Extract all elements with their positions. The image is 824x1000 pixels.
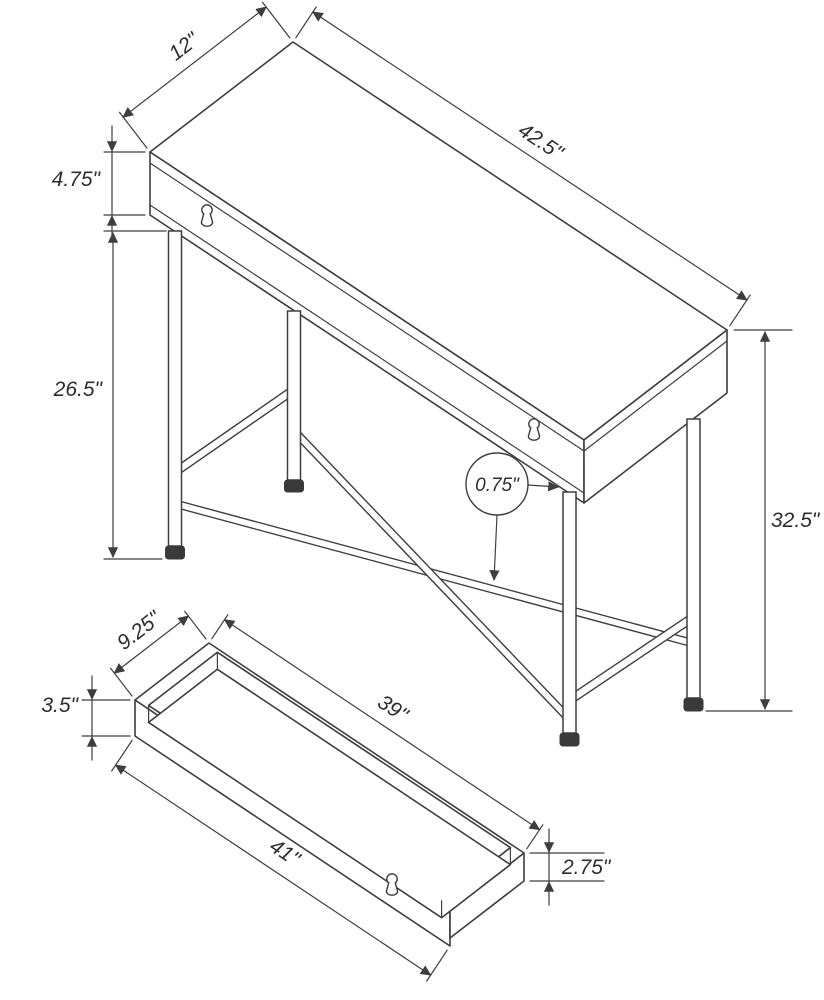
- dim-label-drawer-front-height: 3.5": [41, 694, 79, 717]
- leader-to-leg: [527, 481, 560, 492]
- ext-line: [184, 610, 207, 640]
- front-right-leg: [562, 491, 577, 734]
- ext-line: [109, 667, 133, 697]
- dimension-tube-diameter-0-75: 0.75": [465, 452, 560, 582]
- cross-brace-back-left-to-front-right: [293, 430, 576, 726]
- ext-line: [118, 111, 148, 149]
- dim-label-top-length: 42.5": [514, 119, 568, 166]
- drawer-pull-icon: [527, 418, 541, 441]
- dim-line: [113, 615, 190, 674]
- ext-line: [426, 949, 448, 982]
- dim-line: [312, 11, 748, 301]
- dim-label-overall-height: 32.5": [771, 509, 821, 532]
- dimension-overall-height-32-5: 32.5": [705, 329, 821, 712]
- dim-line: [122, 6, 267, 118]
- back-right-foot: [683, 697, 704, 712]
- board-thickness-line-front: [149, 162, 585, 452]
- back-left-leg: [286, 310, 302, 481]
- tabletop-right-face: [583, 329, 728, 504]
- dim-label-top-thickness: 4.75": [52, 168, 102, 191]
- dim-label-drawer-side-height: 2.75": [561, 856, 612, 879]
- left-side-stretcher: [174, 387, 295, 474]
- ext-line: [211, 614, 229, 640]
- dim-line: [114, 764, 432, 976]
- dimension-top-thickness-4-75: 4.75": [52, 125, 146, 242]
- dim-line: [223, 619, 541, 831]
- back-right-leg: [686, 418, 701, 699]
- board-thickness-line-right: [583, 340, 728, 452]
- ext-line: [261, 1, 291, 39]
- back-left-foot: [284, 479, 304, 493]
- table-assembly-view: [149, 41, 728, 747]
- drawer-inner-floor: [147, 668, 512, 919]
- dimension-drawer-front-height-3-5: 3.5": [41, 675, 131, 761]
- dimension-drawer-side-height-2-75: 2.75": [529, 828, 612, 906]
- drawer-pull-icon: [200, 204, 214, 227]
- ext-line: [111, 739, 133, 772]
- drawer-pull-icon: [385, 873, 399, 896]
- drawer-gap-line-front: [149, 204, 585, 494]
- dimension-leg-height-26-5: 26.5": [53, 230, 167, 560]
- dim-label-drawer-depth: 9.25": [113, 606, 167, 655]
- dim-label-tube-diameter: 0.75": [475, 475, 520, 496]
- front-right-foot: [559, 732, 580, 747]
- leader-to-brace: [489, 514, 500, 582]
- drawer-detail-view: [134, 642, 525, 947]
- front-left-foot: [165, 545, 185, 560]
- dim-label-leg-height: 26.5": [53, 378, 104, 401]
- dim-label-drawer-inner-length: 39": [373, 690, 413, 727]
- ext-line: [526, 824, 544, 850]
- front-left-leg: [167, 230, 183, 547]
